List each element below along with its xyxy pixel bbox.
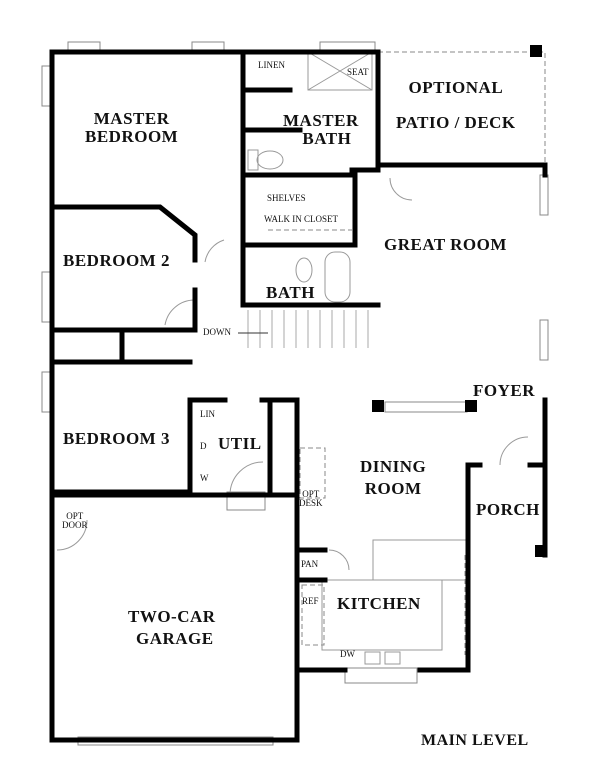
washer-label: W [200,473,209,483]
util-label: UTIL [218,434,262,453]
down-label: DOWN [203,327,231,337]
pantry-label: PAN [301,559,319,569]
foyer-label: FOYER [473,381,535,400]
walls [49,49,548,743]
seat-label: SEAT [347,67,369,77]
columns [372,45,547,557]
porch-label: PORCH [476,500,540,519]
walk-in-closet-label: WALK IN CLOSET [264,214,338,224]
refrigerator-label: REF [302,596,319,606]
kitchen-label: KITCHEN [337,594,421,613]
dishwasher-label: DW [340,649,355,659]
lin-label: LIN [200,409,215,419]
level-label: MAIN LEVEL [421,732,529,749]
dryer-label: D [200,441,207,451]
bedroom3-label: BEDROOM 3 [63,429,170,448]
bedroom2-label: BEDROOM 2 [63,251,170,270]
dashed-outlines [268,51,546,655]
fixtures [56,51,529,665]
bath-label: BATH [266,283,315,302]
great-room-label: GREAT ROOM [384,235,507,254]
shelves-label: SHELVES [267,193,306,203]
linen-label: LINEN [258,60,285,70]
